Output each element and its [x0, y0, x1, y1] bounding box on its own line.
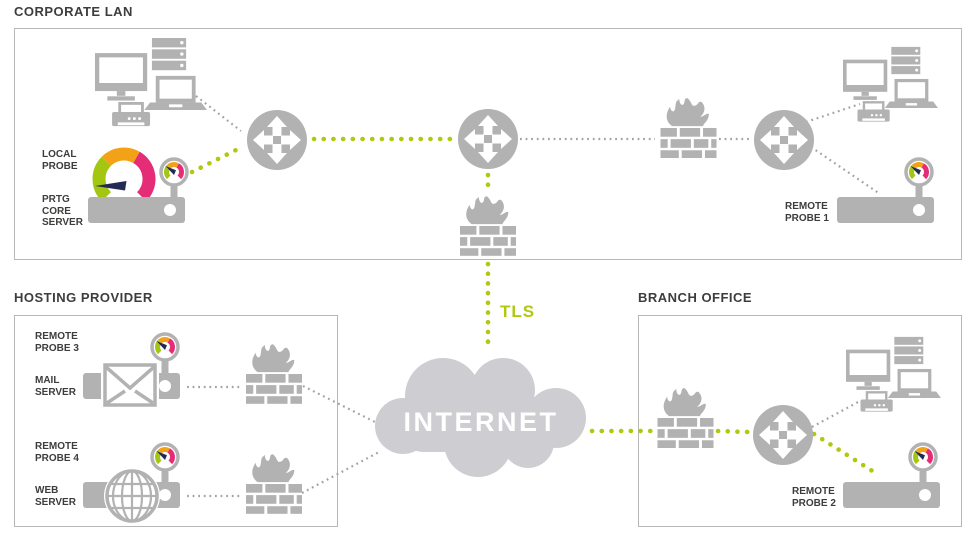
link-firewall-mail-internet: [302, 385, 378, 424]
router-icon: [753, 405, 813, 465]
web-globe-icon: [104, 468, 160, 524]
tls-label: TLS: [500, 302, 536, 321]
internet-label: INTERNET: [404, 407, 559, 437]
hosting-provider-box: [14, 315, 338, 527]
router-icon: [458, 109, 518, 169]
gauge-icon: [902, 156, 936, 198]
probe-server-icon: [837, 197, 934, 223]
link-firewall-branch-router4: [715, 428, 751, 435]
gauge-icon: [148, 331, 182, 373]
workstations-icon: [843, 40, 938, 130]
local-probe-label: LOCAL PROBE: [42, 149, 78, 172]
prtg-core-server-label: PRTG CORE SERVER: [42, 194, 83, 228]
link-router4-workstations: [811, 400, 861, 428]
gauge-icon: [157, 156, 191, 198]
firewall-icon: [657, 388, 714, 448]
link-coreserver-router1: [189, 144, 245, 175]
gauge-icon: [92, 147, 156, 197]
probe-server-icon: [843, 482, 940, 508]
mail-server-label: MAIL SERVER: [35, 375, 76, 398]
branch-office-title: BRANCH OFFICE: [638, 290, 753, 305]
corporate-lan-title: CORPORATE LAN: [14, 4, 133, 19]
gauge-icon: [906, 441, 940, 483]
workstations-icon: [846, 330, 941, 420]
link-router4-probe2: [811, 431, 877, 475]
web-server-label: WEB SERVER: [35, 485, 76, 508]
remote-probe-4-label: REMOTE PROBE 4: [35, 441, 79, 464]
remote-probe-3-label: REMOTE PROBE 3: [35, 331, 79, 354]
link-router3-workstations: [805, 102, 861, 124]
hosting-provider-title: HOSTING PROVIDER: [14, 290, 153, 305]
branch-office-box: [638, 315, 962, 527]
link-router3-probe1: [810, 146, 881, 195]
firewall-icon: [660, 98, 717, 158]
link-workstations-router1: [195, 95, 242, 132]
corporate-lan-box: [14, 28, 962, 260]
probe-server-icon: [88, 197, 185, 223]
mail-envelope-icon: [101, 361, 159, 409]
internet-cloud-icon: INTERNET: [375, 358, 586, 477]
firewall-icon: [460, 195, 516, 257]
workstations-icon: [95, 37, 207, 129]
remote-probe-1-label: REMOTE PROBE 1: [785, 201, 829, 224]
remote-probe-2-label: REMOTE PROBE 2: [792, 486, 836, 509]
link-firewall-web-internet: [301, 450, 382, 494]
firewall-icon: [246, 344, 302, 404]
router-icon: [247, 110, 307, 170]
router-icon: [754, 110, 814, 170]
firewall-icon: [246, 454, 302, 514]
gauge-icon: [148, 441, 182, 483]
